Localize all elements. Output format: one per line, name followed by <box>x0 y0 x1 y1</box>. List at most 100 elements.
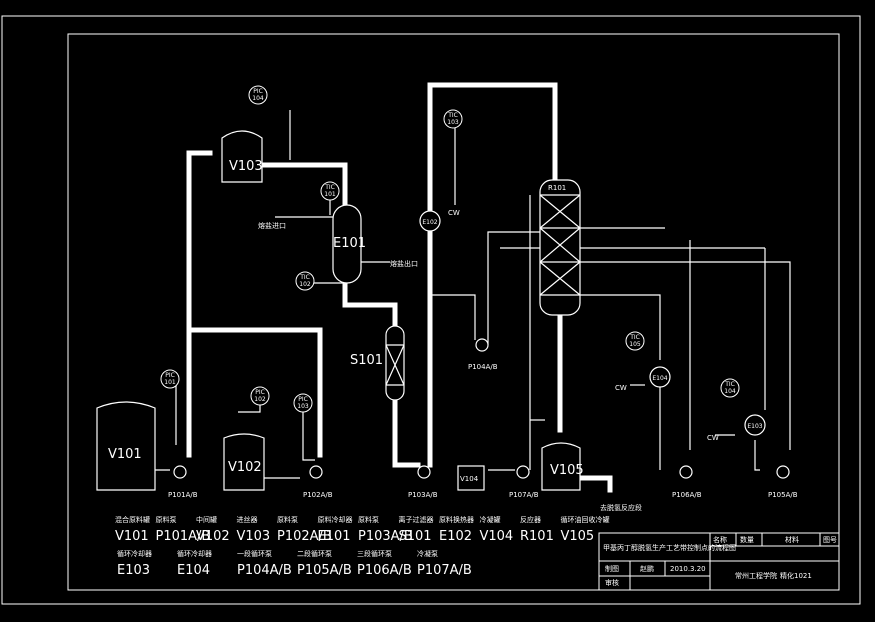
legend-code: E101 <box>318 529 351 544</box>
svg-text:PIC: PIC <box>255 389 265 396</box>
v101-label: V101 <box>108 447 142 462</box>
svg-text:TIC: TIC <box>447 112 458 119</box>
v105-label: V105 <box>550 463 584 478</box>
product-out-label: 去脱氢反应段 <box>600 503 642 512</box>
cw-label-3: CW <box>448 209 460 217</box>
instrument-pic104: PIC 104 <box>248 85 268 105</box>
vessel-v104: V104 <box>457 465 485 491</box>
p107-label: P107A/B <box>509 491 539 499</box>
instrument-tic102: TIC 102 <box>295 271 315 291</box>
molten-salt-outlet-label: 熔盐出口 <box>390 259 418 268</box>
equipment-legend: 混合原料罐V101原料泵P101A/B中间罐V102进丝器V103原料泵P102… <box>115 515 610 578</box>
svg-text:PIC: PIC <box>253 88 263 95</box>
svg-text:常州工程学院: 常州工程学院 <box>735 571 777 580</box>
legend-code: P101A/B <box>156 529 211 544</box>
pump-p106: P106A/B <box>672 465 702 499</box>
legend-code: P104A/B <box>237 563 292 578</box>
vessel-v102: V102 <box>223 433 265 491</box>
legend-code: V101 <box>115 529 149 544</box>
legend-code: E103 <box>117 563 150 578</box>
svg-text:102: 102 <box>299 281 311 288</box>
svg-text:材料: 材料 <box>785 535 799 544</box>
svg-text:103: 103 <box>447 119 459 126</box>
svg-text:图号: 图号 <box>823 536 837 544</box>
legend-code: S101 <box>399 529 432 544</box>
legend-name: 循环油回收冷罐 <box>561 515 610 524</box>
pump-p104: P104A/B <box>468 338 498 371</box>
v103-label: V103 <box>229 159 263 174</box>
exchanger-e104: E104 <box>649 366 671 388</box>
svg-text:103: 103 <box>297 403 309 410</box>
main-pipes <box>186 82 613 493</box>
legend-code: P103A/B <box>358 529 413 544</box>
pump-p103: P103A/B <box>408 465 438 499</box>
svg-text:TIC: TIC <box>299 274 310 281</box>
v102-label: V102 <box>228 460 262 475</box>
p102-label: P102A/B <box>303 491 333 499</box>
svg-text:TIC: TIC <box>724 381 735 388</box>
legend-name: 中间罐 <box>196 515 217 524</box>
legend-code: V102 <box>196 529 230 544</box>
legend-code: P102A/B <box>277 529 332 544</box>
svg-text:名称: 名称 <box>713 535 727 544</box>
v104-label: V104 <box>460 475 479 483</box>
s101-label: S101 <box>350 353 383 368</box>
legend-code: P107A/B <box>417 563 472 578</box>
cw-label-2: CW <box>707 434 719 442</box>
legend-code: V104 <box>480 529 514 544</box>
legend-name: 冷凝罐 <box>480 515 501 524</box>
svg-text:101: 101 <box>324 191 336 198</box>
legend-code: V103 <box>237 529 271 544</box>
pump-p105: P105A/B <box>768 465 798 499</box>
legend-code: E104 <box>177 563 210 578</box>
e103-label: E103 <box>747 423 762 430</box>
molten-salt-inlet-label: 熔盐进口 <box>258 221 286 230</box>
p105-label: P105A/B <box>768 491 798 499</box>
legend-name: 三段循环泵 <box>357 549 392 558</box>
secondary-lines <box>145 110 791 479</box>
svg-text:TIC: TIC <box>629 334 640 341</box>
svg-text:101: 101 <box>164 379 176 386</box>
legend-name: 二段循环泵 <box>297 549 332 558</box>
pump-p107: P107A/B <box>509 465 539 499</box>
legend-name: 混合原料罐 <box>115 515 150 524</box>
svg-text:104: 104 <box>724 388 736 395</box>
title-block: 甲基丙丁醇脱氢生产工艺带控制点的流程图 名称 数量 材料 图号 制图 赵鹏 20… <box>598 532 840 591</box>
r101-label: R101 <box>548 184 566 192</box>
vessel-v101: V101 <box>96 401 156 491</box>
svg-text:制图: 制图 <box>605 564 619 573</box>
legend-name: 原料冷却器 <box>318 515 353 524</box>
legend-name: 循环冷却器 <box>117 549 152 558</box>
legend-code: V105 <box>561 529 595 544</box>
legend-name: 循环冷却器 <box>177 549 212 558</box>
exchanger-e102: E102 <box>419 210 441 232</box>
svg-text:精化1021: 精化1021 <box>780 571 812 580</box>
pump-p101: P101A/B <box>168 465 198 499</box>
legend-name: 进丝器 <box>237 515 258 524</box>
instrument-pic102: PIC 102 <box>250 386 270 406</box>
svg-text:104: 104 <box>252 95 264 102</box>
vessel-v103: V103 <box>221 130 263 183</box>
instrument-tic105: TIC 105 <box>625 331 645 351</box>
pump-p102: P102A/B <box>303 465 333 499</box>
svg-text:TIC: TIC <box>324 184 335 191</box>
legend-name: 反应器 <box>520 515 541 524</box>
e102-label: E102 <box>422 219 437 226</box>
exchanger-e101: E101 <box>332 204 366 284</box>
p104-label: P104A/B <box>468 363 498 371</box>
inner-frame <box>67 33 840 591</box>
legend-name: 离子过滤器 <box>399 515 434 524</box>
filter-s101: S101 <box>350 325 405 401</box>
legend-name: 一段循环泵 <box>237 549 272 558</box>
svg-text:赵鹏: 赵鹏 <box>640 564 654 573</box>
svg-text:PIC: PIC <box>298 396 308 403</box>
instrument-tic103: TIC 103 <box>443 109 463 129</box>
svg-text:102: 102 <box>254 396 266 403</box>
svg-text:数量: 数量 <box>740 535 754 544</box>
instrument-tic101: TIC 101 <box>320 181 340 201</box>
legend-name: 冷凝泵 <box>417 549 438 558</box>
instrument-pic103: PIC 103 <box>293 393 313 413</box>
legend-code: P105A/B <box>297 563 352 578</box>
legend-code: E102 <box>439 529 472 544</box>
svg-text:2010.3.20: 2010.3.20 <box>670 565 706 573</box>
